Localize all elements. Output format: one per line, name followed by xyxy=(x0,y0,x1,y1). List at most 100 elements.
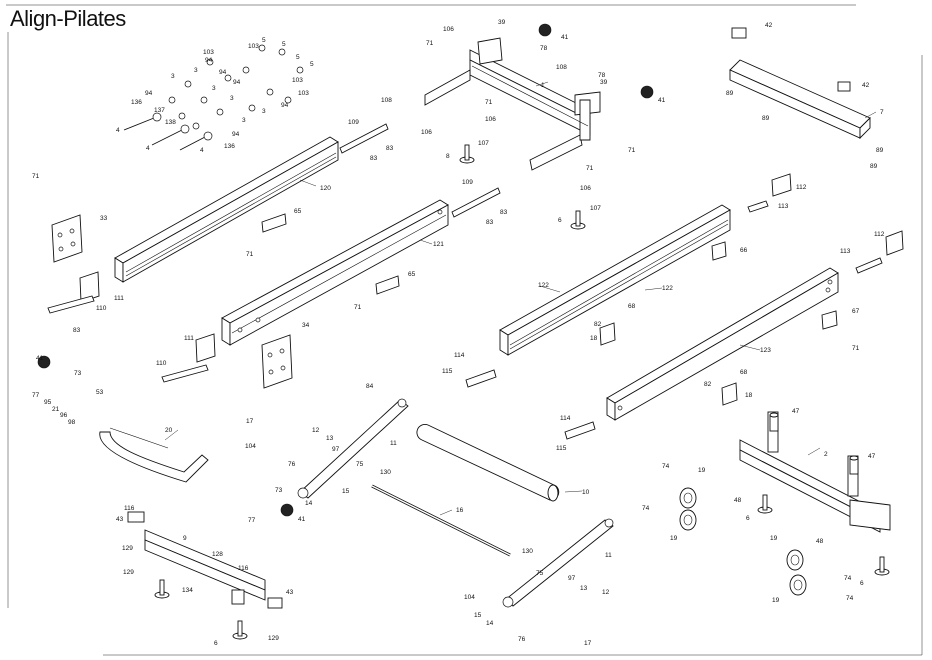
label-75: 75 xyxy=(356,461,364,468)
label-6: 6 xyxy=(558,217,562,224)
label-120: 120 xyxy=(320,185,331,192)
plate-33 xyxy=(51,214,83,263)
label-41: 41 xyxy=(561,34,569,41)
label-65: 65 xyxy=(408,271,416,278)
label-103: 103 xyxy=(203,49,214,56)
rail-122 xyxy=(499,204,731,356)
page-border xyxy=(6,4,923,656)
posts-47 xyxy=(769,412,859,475)
label-9: 9 xyxy=(183,535,187,542)
label-104: 104 xyxy=(464,594,475,601)
label-19: 19 xyxy=(772,597,780,604)
label-78: 78 xyxy=(540,45,548,52)
label-96: 96 xyxy=(60,412,68,419)
rail-123 xyxy=(606,267,839,421)
label-84: 84 xyxy=(366,383,374,390)
label-4: 4 xyxy=(146,145,150,152)
label-97: 97 xyxy=(332,446,340,453)
label-106: 106 xyxy=(421,129,432,136)
label-107: 107 xyxy=(590,205,601,212)
strip-110 xyxy=(47,295,209,383)
label-12: 12 xyxy=(312,427,320,434)
rail-121 xyxy=(221,199,449,346)
label-82: 82 xyxy=(594,321,602,328)
label-114: 114 xyxy=(454,352,465,359)
handle-bar-20 xyxy=(99,427,209,483)
label-41: 41 xyxy=(298,516,306,523)
label-94: 94 xyxy=(232,131,240,138)
label-77: 77 xyxy=(248,517,256,524)
label-74: 74 xyxy=(844,575,852,582)
label-138: 138 xyxy=(165,119,176,126)
label-8: 8 xyxy=(446,153,450,160)
label-136: 136 xyxy=(131,99,142,106)
bracket-18-82 xyxy=(599,322,738,406)
label-41: 41 xyxy=(36,355,44,362)
label-137: 137 xyxy=(154,107,165,114)
plate-34 xyxy=(261,334,293,389)
label-19: 19 xyxy=(670,535,678,542)
label-11: 11 xyxy=(390,440,397,447)
label-108: 108 xyxy=(381,97,392,104)
label-74: 74 xyxy=(662,463,670,470)
label-76: 76 xyxy=(288,461,296,468)
foot-bar-2 xyxy=(739,411,891,533)
label-89: 89 xyxy=(726,90,734,97)
shaft-16 xyxy=(371,484,511,557)
label-3: 3 xyxy=(230,95,234,102)
label-74: 74 xyxy=(846,595,854,602)
label-111: 111 xyxy=(114,295,124,302)
label-14: 14 xyxy=(486,620,494,627)
label-68: 68 xyxy=(628,303,636,310)
bar-7 xyxy=(729,27,871,140)
label-121: 121 xyxy=(433,241,444,248)
label-77: 77 xyxy=(32,392,40,399)
label-94: 94 xyxy=(281,102,289,109)
frame-assembly-1 xyxy=(424,37,601,171)
label-6: 6 xyxy=(214,640,218,647)
label-95: 95 xyxy=(44,399,52,406)
label-33: 33 xyxy=(100,215,108,222)
wheels-19 xyxy=(679,487,807,596)
label-18: 18 xyxy=(745,392,753,399)
label-18: 18 xyxy=(590,335,598,342)
label-129: 129 xyxy=(122,545,133,552)
label-42: 42 xyxy=(765,22,773,29)
label-116: 116 xyxy=(238,565,249,572)
label-109: 109 xyxy=(348,119,359,126)
label-20: 20 xyxy=(165,427,173,434)
label-19: 19 xyxy=(770,535,778,542)
label-108: 108 xyxy=(556,64,567,71)
label-106: 106 xyxy=(485,116,496,123)
bracket-114-115 xyxy=(465,369,596,440)
label-106: 106 xyxy=(443,26,454,33)
label-113: 113 xyxy=(778,203,789,210)
label-103: 103 xyxy=(292,77,303,84)
label-71: 71 xyxy=(426,40,434,47)
label-10: 10 xyxy=(582,489,590,496)
label-13: 13 xyxy=(326,435,334,442)
label-6: 6 xyxy=(860,580,864,587)
label-5: 5 xyxy=(262,37,266,44)
label-111: 111 xyxy=(184,335,194,342)
label-94: 94 xyxy=(233,79,241,86)
label-73: 73 xyxy=(74,370,82,377)
label-98: 98 xyxy=(68,419,76,426)
label-4: 4 xyxy=(116,127,120,134)
label-78: 78 xyxy=(598,72,606,79)
arm-11-lower xyxy=(502,518,614,608)
label-83: 83 xyxy=(73,327,81,334)
label-97: 97 xyxy=(568,575,576,582)
strip-113 xyxy=(747,200,883,274)
label-136: 136 xyxy=(224,143,235,150)
label-110: 110 xyxy=(96,305,107,312)
label-65: 65 xyxy=(294,208,302,215)
label-7: 7 xyxy=(880,109,884,116)
label-89: 89 xyxy=(762,115,770,122)
label-89: 89 xyxy=(876,147,884,154)
label-73: 73 xyxy=(275,487,283,494)
label-12: 12 xyxy=(602,589,610,596)
label-68: 68 xyxy=(740,369,748,376)
label-19: 19 xyxy=(698,467,706,474)
